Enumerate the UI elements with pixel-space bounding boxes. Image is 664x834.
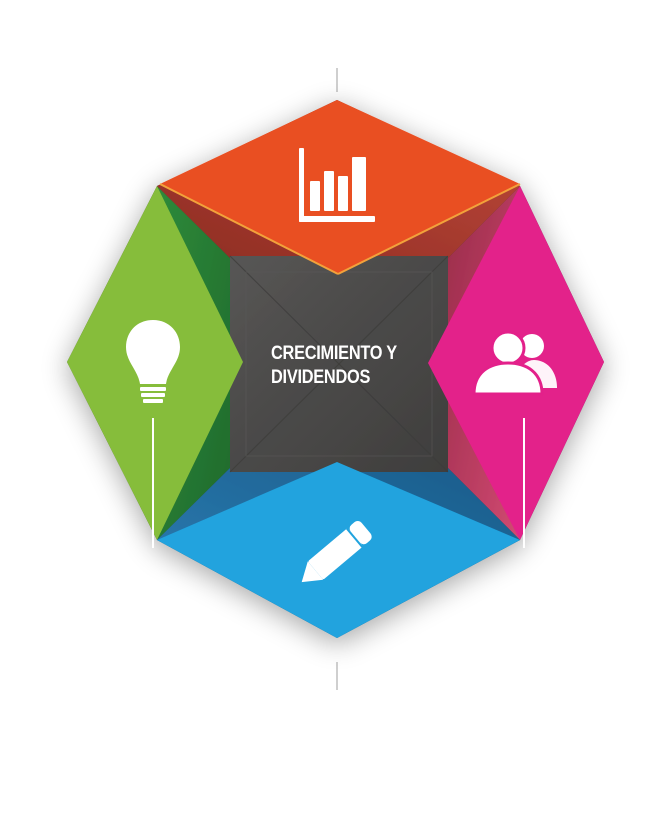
lightbulb-icon [126, 320, 180, 403]
bar-chart-icon [299, 148, 375, 222]
segment-top-edge-right [337, 183, 521, 275]
center-title-line-2: DIVIDENDOS [271, 367, 371, 388]
segment-top-edge-left [159, 183, 339, 275]
users-icon [472, 330, 557, 396]
pencil-icon [301, 520, 372, 583]
center-title-line-1: CRECIMIENTO Y [271, 343, 397, 364]
center-diagonal-b [229, 255, 449, 473]
center-title: CRECIMIENTO Y DIVIDENDOS [271, 342, 409, 390]
